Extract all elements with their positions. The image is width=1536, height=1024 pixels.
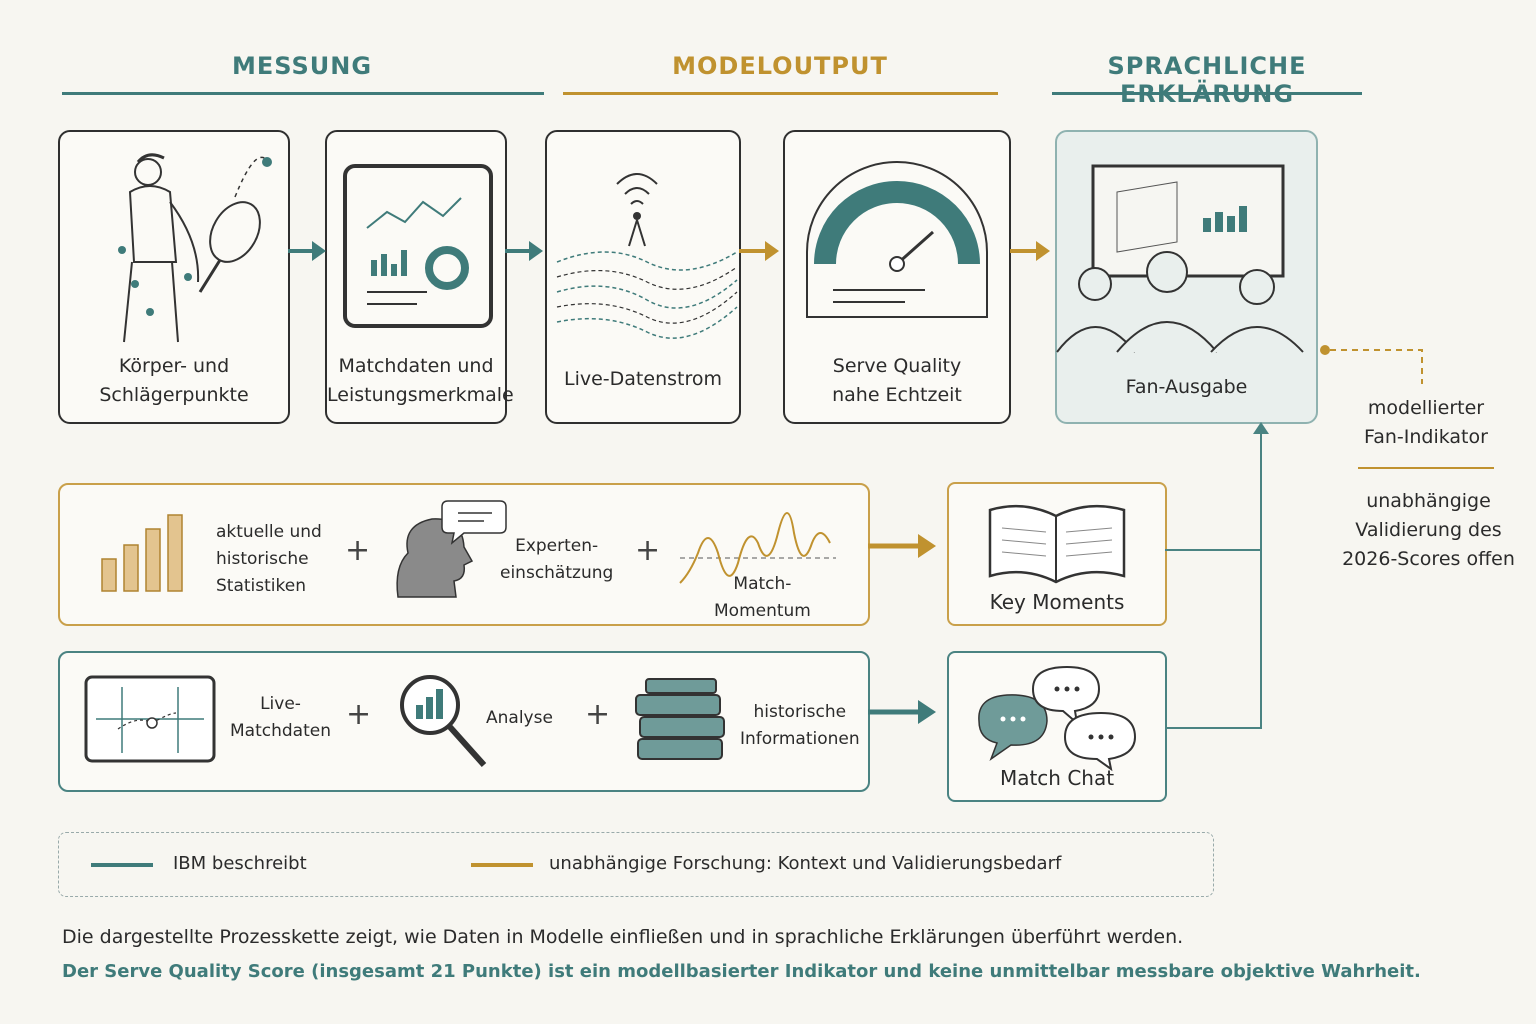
indicator-connector: [1320, 345, 1423, 384]
momentum-label: Match-Momentum: [714, 574, 811, 621]
step-live-stream: Live-Datenstrom: [545, 130, 741, 424]
fans-watching-screen-icon: [1056, 164, 1304, 353]
arrow-teal-2: [505, 241, 543, 261]
plus-sign: +: [585, 697, 611, 732]
legend-research-label: unabhängige Forschung: Kontext und Valid…: [549, 853, 1062, 874]
footer-disclaimer: Der Serve Quality Score (insgesamt 21 Pu…: [62, 961, 1421, 982]
key-moments-label: Key Moments: [989, 590, 1125, 614]
step-label: Live-Datenstrom: [564, 368, 722, 390]
header-measurement-underline: [62, 92, 544, 95]
legend-ibm-label: IBM beschreibt: [173, 853, 307, 874]
header-explanation-underline: [1052, 92, 1362, 95]
header-explanation: SPRACHLICHE ERKLÄRUNG: [1107, 52, 1307, 108]
tablet-chart-icon: [343, 164, 493, 328]
tennis-player-icon: [118, 153, 272, 343]
arrow-gold-1: [739, 241, 779, 261]
match-chat-label: Match Chat: [999, 766, 1115, 790]
analysis-label: Analyse: [486, 708, 553, 728]
legend-ibm-swatch: [91, 863, 153, 867]
expert-head-icon: [396, 500, 507, 598]
legend-research-swatch: [471, 863, 533, 867]
header-model-output-underline: [563, 92, 998, 95]
arrow-teal-1: [288, 241, 326, 261]
header-model-output: MODELOUTPUT: [672, 52, 888, 80]
data-stream-icon: [556, 173, 738, 339]
legend: IBM beschreibt unabhängige Forschung: Ko…: [58, 832, 1214, 897]
plus-sign: +: [345, 533, 371, 568]
feedback-connector: [1165, 422, 1269, 729]
book-stack-icon: [635, 678, 725, 760]
arrow-gold-key-moments: [868, 534, 936, 558]
momentum-wave-icon: [679, 512, 836, 584]
key-moments-output: Key Moments: [947, 482, 1167, 626]
plus-sign: +: [346, 697, 372, 732]
match-chat-output: Match Chat: [947, 651, 1167, 802]
plus-sign: +: [635, 533, 661, 568]
gauge-icon: [806, 161, 988, 318]
tablet-court-icon: [84, 675, 216, 763]
header-measurement: MESSUNG: [231, 52, 373, 80]
magnifier-chart-icon: [400, 675, 487, 768]
expert-label: Experten-einschätzung: [500, 536, 614, 583]
bar-chart-icon: [101, 514, 183, 592]
step-label: Fan-Ausgabe: [1125, 376, 1248, 398]
live-data-label: Live-Matchdaten: [230, 694, 331, 741]
arrow-teal-match-chat: [868, 700, 936, 724]
chat-bubbles-icon: [978, 665, 1137, 772]
arrow-gold-2: [1010, 241, 1050, 261]
side-note-divider: [1358, 467, 1494, 469]
open-book-icon: [988, 504, 1126, 584]
step-fan-output: Fan-Ausgabe: [1055, 130, 1318, 424]
footer-description: Die dargestellte Prozesskette zeigt, wie…: [62, 926, 1184, 948]
